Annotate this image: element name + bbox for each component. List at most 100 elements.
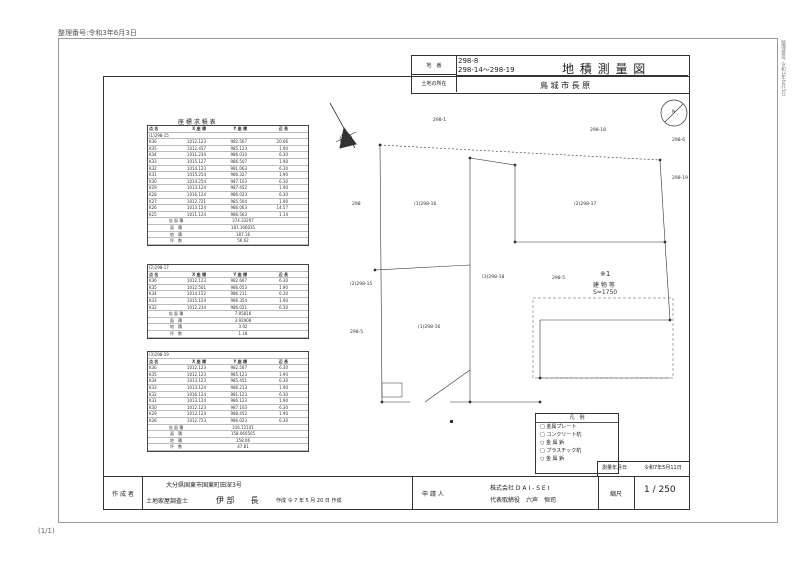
table-cell: 987.103 bbox=[230, 404, 247, 410]
table-cell: 986.023 bbox=[230, 417, 247, 423]
table-cell: K34 bbox=[149, 378, 157, 384]
footer-block: 作 成 者 大分県国東市国東町田深3号 土地家屋調査士 伊 部 長 作成 令 7… bbox=[103, 465, 690, 510]
table-cell: K30 bbox=[149, 178, 157, 184]
table-cell: 987.103 bbox=[230, 178, 247, 184]
table-cell: K36 bbox=[149, 278, 157, 284]
table-cell: K33 bbox=[149, 158, 157, 164]
table-cell: 1.90 bbox=[279, 284, 288, 290]
lot-label-298-18: 298-18 bbox=[590, 128, 606, 133]
table-cell: 981.063 bbox=[230, 165, 247, 171]
table-cell: K36 bbox=[149, 365, 157, 371]
table-cell: 1013.124 bbox=[186, 205, 206, 211]
summary-value: 374.33207 bbox=[232, 218, 254, 224]
summary-value: 187.16 bbox=[236, 231, 250, 237]
table-cell: K32 bbox=[149, 304, 157, 310]
table-cell: 1011.234 bbox=[186, 152, 206, 158]
table-cell: K31 bbox=[149, 398, 157, 404]
table-cell: 985.504 bbox=[230, 198, 247, 204]
table-cell: 1012.123 bbox=[186, 139, 206, 145]
table-cell: 1.90 bbox=[279, 145, 288, 151]
table-cell: 982.667 bbox=[230, 278, 247, 284]
survey-date: 令和7年5月11日 bbox=[644, 465, 682, 471]
table-row: K36 1012.123 982.667 6.30 bbox=[148, 278, 308, 285]
table-cell: 1015.124 bbox=[186, 297, 206, 303]
table-cell: K31 bbox=[149, 172, 157, 178]
lot-label-298-5b: 298-5 bbox=[350, 330, 364, 335]
table-cell: 986.507 bbox=[230, 158, 247, 164]
maker-address: 大分県国東市国東町田深3号 bbox=[166, 482, 242, 489]
table-cell: 986.327 bbox=[230, 172, 247, 178]
table-cell: 1012.123 bbox=[186, 278, 206, 284]
table-cell: 6.30 bbox=[279, 391, 288, 397]
summary-label: 倍 面 積 bbox=[168, 311, 184, 317]
table-cell: K35 bbox=[149, 371, 157, 377]
summary-value: 187.166035 bbox=[230, 224, 256, 230]
summary-value: 7.85816 bbox=[234, 311, 252, 317]
table-cell: K26 bbox=[149, 205, 157, 211]
table-cell: K32 bbox=[149, 165, 157, 171]
building-name: 建 物 等 bbox=[593, 282, 615, 289]
building-area: S=1750 bbox=[593, 289, 618, 296]
table-cell: K25 bbox=[149, 211, 157, 217]
scale-label: 縮尺 bbox=[610, 491, 623, 498]
table-cell: 986.354 bbox=[230, 297, 247, 303]
footer-note: (1/1) bbox=[38, 527, 55, 535]
table-cell: 1.90 bbox=[279, 411, 288, 417]
table-cell: 1012.123 bbox=[186, 365, 206, 371]
table-cell: 1015.127 bbox=[186, 158, 206, 164]
document-title: 地 積 測 量 図 bbox=[562, 62, 647, 76]
table-name: (1)298-15 bbox=[149, 132, 169, 138]
table-cell: 986.021 bbox=[230, 304, 247, 310]
chiban-value-1: 298-8 bbox=[458, 57, 479, 65]
survey-date-box bbox=[597, 461, 690, 476]
boundary-lines bbox=[374, 144, 671, 403]
table-cell: 6.30 bbox=[279, 365, 288, 371]
table-cell: 1012.501 bbox=[186, 284, 206, 290]
maker-title: 土地家屋調査士 bbox=[146, 498, 189, 505]
summary-label: 倍 面 積 bbox=[168, 218, 184, 224]
table-cell: 987.452 bbox=[230, 185, 247, 191]
table-cell: 985.123 bbox=[230, 145, 247, 151]
table-cell: 986.053 bbox=[230, 284, 247, 290]
lot-label-298: 298 bbox=[352, 202, 361, 207]
lot-label-2-298-17: (2)298-17 bbox=[574, 202, 597, 207]
summary-row: 倍 面 積 7.85816 bbox=[148, 311, 308, 318]
table-cell: 1012.721 bbox=[186, 198, 206, 204]
lot-label-298-19: 298-19 bbox=[672, 176, 688, 181]
building-outline bbox=[532, 297, 674, 379]
table-cell: K29 bbox=[149, 185, 157, 191]
table-cell: K30 bbox=[149, 404, 157, 410]
table-cell: 6.30 bbox=[279, 278, 288, 284]
maker-name: 伊 部 長 bbox=[216, 496, 259, 505]
document-sheet bbox=[58, 38, 778, 523]
table-cell: K27 bbox=[149, 198, 157, 204]
scale-circle-icon bbox=[660, 99, 688, 127]
summary-label: 坪 数 bbox=[170, 238, 182, 244]
scale-value: 1 / 250 bbox=[644, 485, 676, 495]
table-cell: 985.451 bbox=[230, 378, 247, 384]
maker-label: 作 成 者 bbox=[104, 477, 143, 509]
table-cell: 1012.723 bbox=[186, 417, 206, 423]
table-cell: 1012.123 bbox=[186, 404, 206, 410]
table-cell: 986.063 bbox=[230, 205, 247, 211]
table-cell: K33 bbox=[149, 384, 157, 390]
table-cell: 1011.124 bbox=[186, 211, 206, 217]
